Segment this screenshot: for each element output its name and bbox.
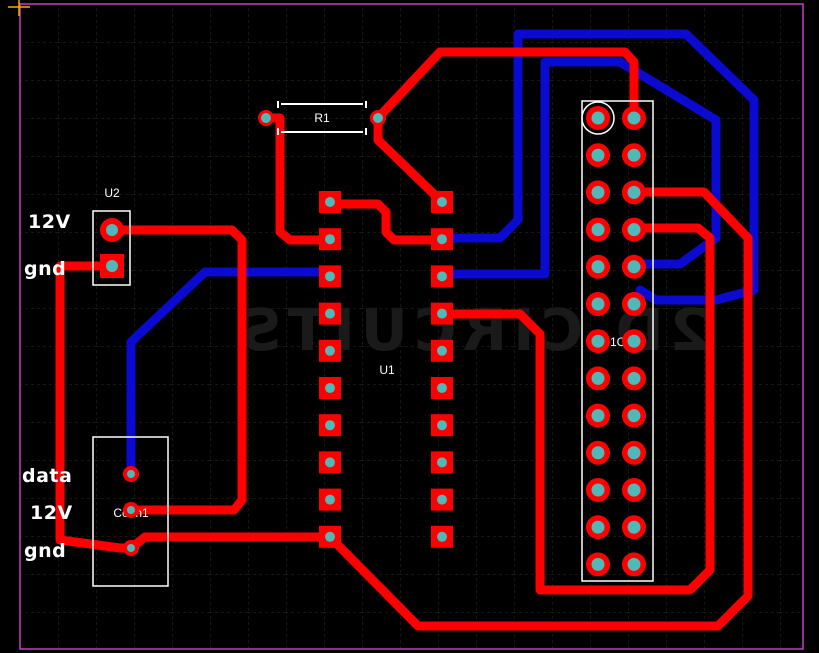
conn1-hole-3 (127, 544, 135, 552)
u1-hole-20 (437, 197, 447, 207)
p1c1-hole-22 (627, 483, 641, 497)
r1-silk-outline (277, 101, 367, 135)
u1-hole-8 (325, 457, 335, 468)
u2-ref-label: U2 (104, 186, 120, 200)
u1-hole-3 (325, 271, 335, 282)
p1c1-hole-10 (627, 260, 641, 274)
r1-hole-1 (261, 113, 271, 123)
p1c1-hole-17 (591, 409, 605, 423)
r1-hole-2 (373, 113, 383, 123)
u1-ref-label: U1 (379, 363, 395, 377)
u1-hole-19 (437, 234, 447, 245)
conn1-silk-outline (92, 436, 169, 587)
u1-hole-5 (325, 345, 335, 356)
conn1-label-12v: 12V (30, 502, 73, 524)
conn1-hole-2 (127, 506, 135, 514)
top-trace-gnd (55, 261, 335, 553)
p1c1-hole-18 (627, 409, 641, 423)
bottom-copper-layer (126, 29, 759, 479)
conn1-label-data: data (22, 465, 72, 487)
u1-hole-7 (325, 420, 335, 431)
p1c1-hole-9 (591, 260, 605, 274)
u1-hole-14 (437, 420, 447, 431)
top-trace-u1-1-2 (325, 199, 447, 245)
component-u2[interactable]: U2 (92, 186, 131, 286)
top-trace-r1-p1c1 (373, 47, 639, 123)
origin-marker (8, 0, 30, 16)
p1c1-hole-23 (591, 520, 605, 534)
p1c1-hole-15 (591, 371, 605, 385)
bottom-trace-1 (437, 29, 759, 305)
bottom-trace-2 (437, 57, 721, 279)
p1c1-hole-2 (627, 111, 641, 125)
u1-hole-12 (437, 494, 447, 505)
p1c1-hole-5 (591, 185, 605, 199)
bottom-trace-data (126, 267, 335, 479)
component-u1[interactable]: U1 (319, 191, 453, 548)
u1-hole-16 (437, 345, 447, 356)
u2-hole-1 (106, 224, 118, 236)
top-trace-r1-u1 (261, 113, 335, 245)
p1c1-hole-3 (591, 148, 605, 162)
u1-hole-15 (437, 383, 447, 393)
p1c1-hole-14 (627, 334, 641, 348)
p1c1-pin1-marker (581, 101, 615, 135)
top-trace-12v (107, 225, 247, 515)
r1-ref-label: R1 (314, 111, 330, 125)
top-copper-layer (55, 47, 753, 631)
conn1-hole-1 (127, 470, 135, 478)
u2-label-gnd: gnd (24, 258, 66, 280)
component-conn1[interactable]: Conn1 (92, 436, 169, 587)
u1-hole-13 (437, 457, 447, 468)
p1c1-hole-8 (627, 223, 641, 237)
p1c1-hole-4 (627, 148, 641, 162)
p1c1-hole-1 (591, 111, 605, 125)
conn1-label-gnd: gnd (24, 540, 66, 562)
u1-hole-11 (437, 531, 447, 542)
resistor-r1[interactable]: R1 (258, 101, 386, 135)
u1-hole-4 (325, 308, 335, 319)
board-outline (19, 3, 804, 650)
u1-hole-1 (325, 197, 335, 207)
u1-hole-17 (437, 308, 447, 319)
p1c1-hole-20 (627, 446, 641, 460)
component-p1c1[interactable]: P1C1 (581, 100, 654, 582)
u1-hole-18 (437, 271, 447, 282)
p1c1-hole-26 (627, 557, 641, 571)
p1c1-hole-24 (627, 520, 641, 534)
u1-hole-2 (325, 234, 335, 245)
u2-label-12v: 12V (28, 211, 71, 233)
top-trace-u1-p1c1 (437, 223, 715, 595)
p1c1-hole-21 (591, 483, 605, 497)
p1c1-silk-outline (581, 100, 654, 582)
p1c1-hole-19 (591, 446, 605, 460)
p1c1-hole-6 (627, 185, 641, 199)
u1-hole-9 (325, 494, 335, 505)
p1c1-hole-13 (591, 334, 605, 348)
u2-silk-outline (92, 210, 131, 286)
p1c1-hole-25 (591, 557, 605, 571)
p1c1-hole-7 (591, 223, 605, 237)
p1c1-hole-12 (627, 297, 641, 311)
p1c1-hole-16 (627, 371, 641, 385)
u1-hole-10 (325, 531, 335, 542)
top-trace-gnd-loop (325, 187, 753, 631)
u2-hole-2 (106, 260, 118, 272)
u1-hole-6 (325, 383, 335, 393)
p1c1-hole-11 (591, 297, 605, 311)
